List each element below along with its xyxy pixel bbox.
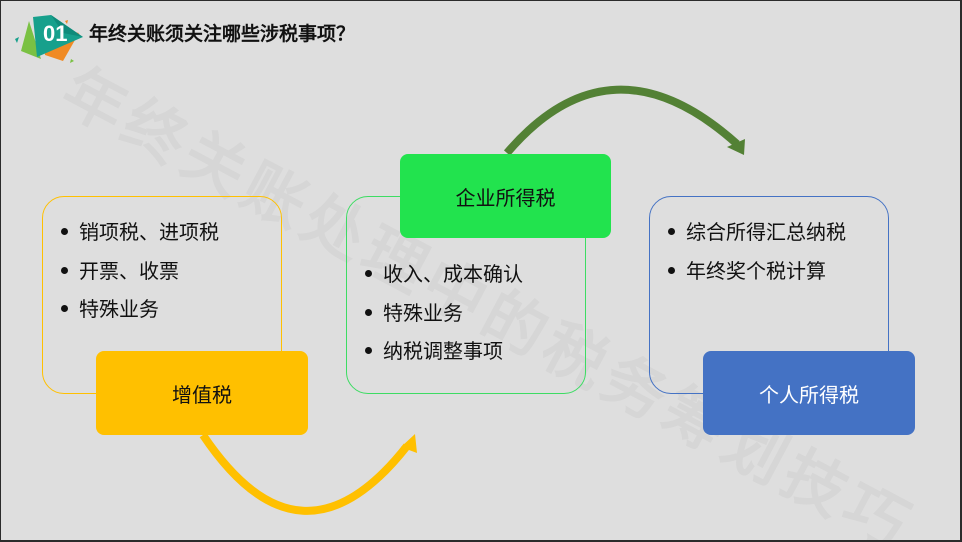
list-item: 销项税、进项税 (61, 213, 219, 252)
card-corporate-income-tax: 收入、成本确认 特殊业务 纳税调整事项 (346, 196, 586, 394)
tag-personal-income-tax: 个人所得税 (703, 351, 915, 435)
bullet-icon (365, 347, 372, 354)
vat-item-list: 销项税、进项税 开票、收票 特殊业务 (61, 213, 219, 329)
list-item: 收入、成本确认 (365, 255, 523, 294)
bullet-icon (668, 228, 675, 235)
list-item: 纳税调整事项 (365, 332, 523, 371)
list-item: 综合所得汇总纳税 (668, 213, 846, 252)
corporate-item-list: 收入、成本确认 特殊业务 纳税调整事项 (365, 255, 523, 371)
section-number: 01 (43, 21, 68, 46)
section-badge: 01 (11, 7, 91, 67)
arrow-corporate-to-personal (503, 85, 745, 156)
list-item: 开票、收票 (61, 252, 219, 291)
bullet-icon (668, 266, 675, 274)
arrow-vat-to-corporate (199, 432, 417, 515)
bullet-icon (365, 270, 372, 277)
bullet-icon (365, 308, 372, 316)
personal-item-list: 综合所得汇总纳税 年终奖个税计算 (668, 213, 846, 290)
bullet-icon (61, 228, 68, 235)
page-title: 年终关账须关注哪些涉税事项？ (89, 23, 356, 45)
bullet-icon (61, 266, 68, 274)
bullet-icon (61, 305, 68, 312)
tag-corporate-income-tax: 企业所得税 (400, 154, 611, 238)
list-item: 特殊业务 (365, 294, 523, 333)
badge-triangles-icon (15, 15, 83, 63)
list-item: 年终奖个税计算 (668, 252, 846, 291)
card-personal-income-tax: 综合所得汇总纳税 年终奖个税计算 (649, 196, 889, 394)
tag-vat: 增值税 (96, 351, 308, 435)
list-item: 特殊业务 (61, 290, 219, 329)
